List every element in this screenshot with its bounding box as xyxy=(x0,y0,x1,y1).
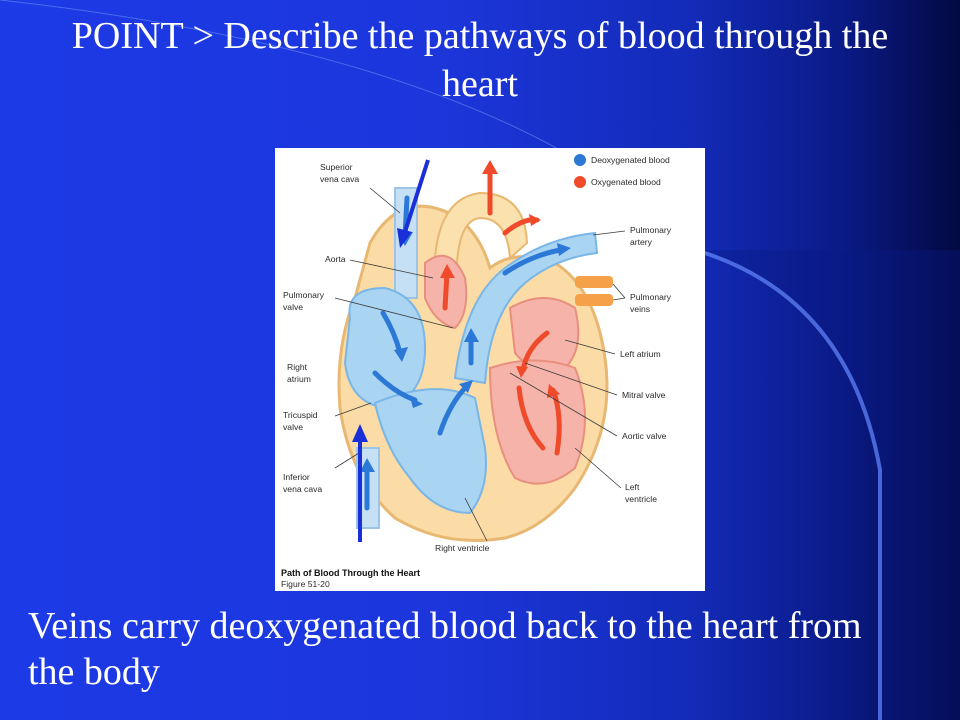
label-pulmonary-valve: Pulmonary xyxy=(283,290,325,300)
left-ventricle-shape xyxy=(488,359,586,485)
right-atrium-shape xyxy=(343,286,427,410)
pulmonary-veins-shape-2 xyxy=(575,294,613,306)
right-ventricle-shape xyxy=(373,388,487,515)
label-inferior-vena-cava-2: vena cava xyxy=(283,484,322,494)
label-right-atrium-2: atrium xyxy=(287,374,311,384)
slide-caption: Veins carry deoxygenated blood back to t… xyxy=(28,605,862,693)
label-left-ventricle: Left xyxy=(625,482,640,492)
label-aortic-valve: Aortic valve xyxy=(622,431,667,441)
heart-diagram: Deoxygenated blood Oxygenated blood xyxy=(275,148,705,591)
label-aorta: Aorta xyxy=(325,254,346,264)
legend-deoxygenated-swatch xyxy=(574,154,586,166)
annotation-arrowhead-up xyxy=(352,424,368,442)
slide-title: POINT > Describe the pathways of blood t… xyxy=(71,15,889,105)
label-tricuspid-valve-2: valve xyxy=(283,422,303,432)
legend-oxygenated-label: Oxygenated blood xyxy=(591,177,661,187)
figure-caption: Path of Blood Through the Heart xyxy=(281,568,420,578)
aorta-shape xyxy=(433,191,529,265)
diagram-labels: Superior vena cava Aorta Pulmonary valve… xyxy=(283,162,672,553)
label-pulmonary-veins-2: veins xyxy=(630,304,650,314)
pulmonary-veins-shape xyxy=(575,276,613,288)
label-right-atrium: Right xyxy=(287,362,308,372)
legend-oxygenated-swatch xyxy=(574,176,586,188)
figure-number: Figure 51-20 xyxy=(281,579,330,589)
label-inferior-vena-cava: Inferior xyxy=(283,472,310,482)
label-pulmonary-veins: Pulmonary xyxy=(630,292,672,302)
annotation-arrowhead-down xyxy=(397,228,412,248)
legend: Deoxygenated blood Oxygenated blood xyxy=(574,154,670,188)
label-pulmonary-valve-2: valve xyxy=(283,302,303,312)
leader-lines xyxy=(334,187,626,542)
legend-deoxygenated-label: Deoxygenated blood xyxy=(591,155,670,165)
label-left-atrium: Left atrium xyxy=(620,349,661,359)
annotation-arrow-down xyxy=(403,159,430,233)
oxygenated-arrowheads xyxy=(440,160,560,398)
label-superior-vena-cava: Superior xyxy=(320,162,353,172)
heart-diagram-svg: Deoxygenated blood Oxygenated blood xyxy=(281,154,672,589)
label-mitral-valve: Mitral valve xyxy=(622,390,666,400)
label-tricuspid-valve: Tricuspid xyxy=(283,410,318,420)
label-superior-vena-cava-2: vena cava xyxy=(320,174,359,184)
label-pulmonary-artery-2: artery xyxy=(630,237,653,247)
label-right-ventricle: Right ventricle xyxy=(435,543,490,553)
label-pulmonary-artery: Pulmonary xyxy=(630,225,672,235)
label-left-ventricle-2: ventricle xyxy=(625,494,657,504)
